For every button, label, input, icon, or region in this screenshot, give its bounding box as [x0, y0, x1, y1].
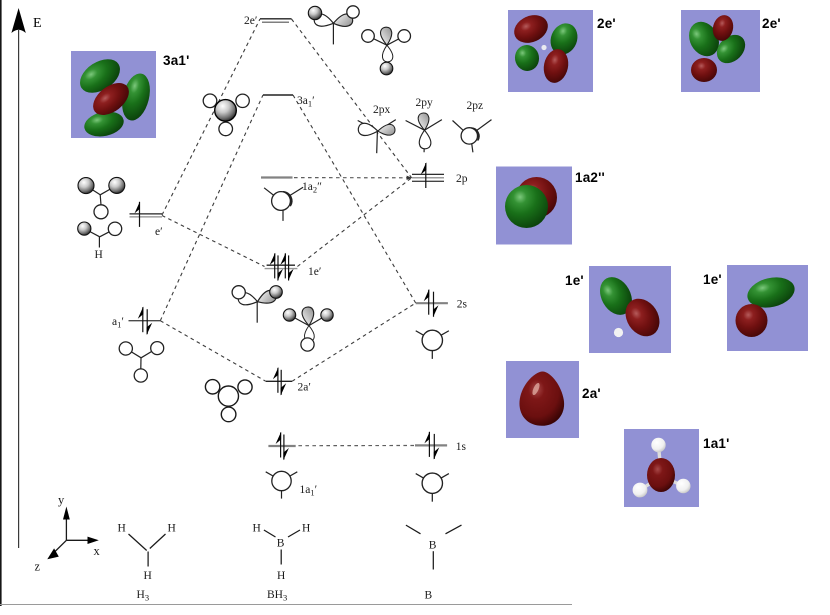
svg-text:2a': 2a'	[582, 386, 601, 401]
svg-text:B: B	[429, 540, 437, 552]
svg-text:1e': 1e'	[565, 273, 584, 288]
svg-text:2e': 2e'	[597, 16, 616, 31]
svg-text:H: H	[144, 570, 152, 582]
svg-text:1s: 1s	[456, 441, 467, 453]
svg-text:3a1': 3a1'	[163, 53, 190, 68]
svg-text:H: H	[95, 249, 103, 261]
svg-text:H3: H3	[137, 589, 150, 603]
svg-text:2e': 2e'	[762, 16, 781, 31]
svg-text:H: H	[118, 523, 126, 535]
svg-text:1a1': 1a1'	[703, 436, 730, 451]
svg-text:e′: e′	[155, 226, 163, 238]
svg-text:a1′: a1′	[112, 316, 124, 330]
svg-text:H: H	[253, 523, 261, 535]
svg-text:H: H	[168, 523, 176, 535]
svg-text:z: z	[35, 560, 41, 574]
svg-text:x: x	[94, 544, 101, 558]
svg-text:2px: 2px	[373, 104, 391, 116]
svg-text:1e': 1e'	[703, 272, 722, 287]
svg-text:2pz: 2pz	[467, 100, 484, 112]
svg-text:3a1′: 3a1′	[297, 95, 315, 109]
svg-text:BH3: BH3	[267, 589, 287, 603]
svg-text:2e′: 2e′	[244, 15, 257, 27]
svg-text:H: H	[302, 523, 310, 535]
svg-text:1a2″: 1a2″	[302, 181, 322, 195]
svg-text:H: H	[277, 570, 285, 582]
svg-text:2a′: 2a′	[298, 382, 311, 394]
svg-text:B: B	[425, 590, 433, 602]
svg-text:E: E	[33, 16, 42, 31]
svg-text:B: B	[277, 538, 285, 550]
svg-text:2s: 2s	[457, 299, 468, 311]
svg-text:2p: 2p	[456, 173, 468, 185]
svg-text:y: y	[58, 493, 65, 507]
svg-text:1e′: 1e′	[308, 266, 321, 278]
svg-text:1a1′: 1a1′	[300, 484, 318, 498]
svg-text:1a2'': 1a2''	[575, 170, 605, 185]
svg-text:2py: 2py	[416, 97, 434, 109]
